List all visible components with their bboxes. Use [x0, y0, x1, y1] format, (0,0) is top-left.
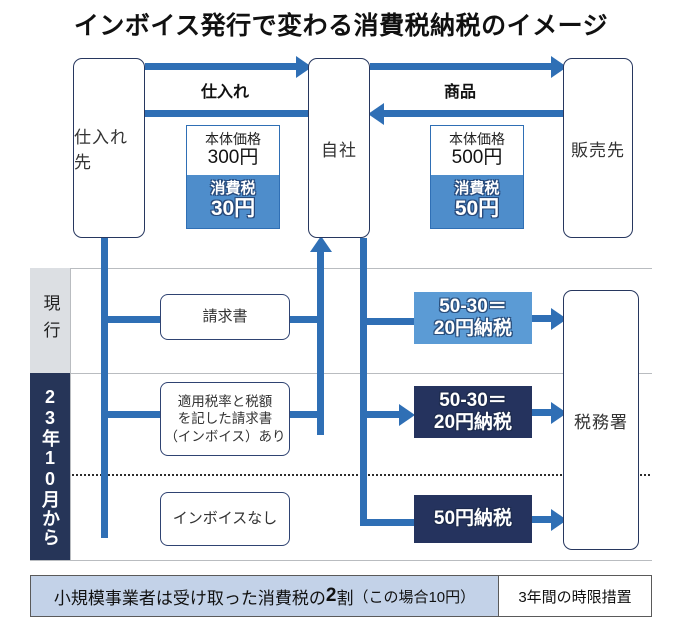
entity-tax-office-label: 税務署: [574, 412, 628, 432]
price-tax-amount-sales: 50円: [454, 197, 500, 221]
price-tax-amount-purchase: 30円: [210, 197, 256, 221]
price-net-label-purchase: 本体価格: [205, 131, 261, 147]
price-net-amount-purchase: 300円: [207, 147, 259, 169]
price-net-label-sales: 本体価格: [449, 131, 505, 147]
era-future-text: 23年10月から: [40, 386, 60, 547]
footer-side-note-text: 3年間の時限措置: [518, 588, 632, 606]
entity-customer[interactable]: 販売先: [563, 58, 633, 238]
entity-supplier[interactable]: 仕入れ先: [73, 58, 145, 238]
price-tax-label-purchase: 消費税: [210, 179, 256, 197]
band-column-rule: [70, 268, 71, 561]
entity-customer-label: 販売先: [571, 140, 625, 160]
price-panel-purchase: 本体価格 300円 消費税 30円: [186, 125, 280, 230]
flow-label-purchase: 仕入れ: [200, 84, 249, 101]
tax-branch-current: [360, 318, 415, 325]
entity-own-company[interactable]: 自社: [308, 58, 370, 238]
tax-chip-current-line2: 20円納税: [433, 318, 513, 339]
price-net-sales: 本体価格 500円: [431, 126, 523, 175]
document-invoice-qualified-line3: （インボイス）あり: [164, 428, 286, 444]
tax-chip-with-invoice-line1: 50-30＝: [439, 390, 507, 412]
price-net-purchase: 本体価格 300円: [187, 126, 279, 175]
page-title: インボイス発行で変わる消費税納税のイメージ: [73, 12, 609, 40]
band-rule-mid: [30, 373, 652, 374]
invoice-qualified-to-trunk: [288, 411, 324, 418]
arrow-purchase-payment-shaft: [145, 110, 310, 117]
tax-chip-without-invoice[interactable]: 50円納税: [414, 495, 532, 543]
document-invoice-current[interactable]: 請求書: [160, 294, 290, 340]
tax-chip-without-invoice-line1: 50円納税: [433, 508, 513, 530]
document-invoice-qualified-line2: を記した請求書: [177, 411, 273, 427]
document-return-arrow-head: [309, 236, 332, 252]
footer-emphasis: 2: [325, 585, 337, 606]
supplier-branch-to-invoice-qualified: [101, 411, 161, 418]
band-rule-bottom: [30, 560, 652, 561]
tax-chip-current[interactable]: 50-30＝ 20円納税: [414, 292, 532, 344]
tax-branch-with-invoice-arrow: [399, 403, 415, 426]
footer-text-before: 小規模事業者は受け取った消費税の: [53, 588, 326, 608]
chip-with-invoice-to-tax-office-shaft: [532, 409, 554, 416]
arrow-product-shaft: [370, 63, 554, 70]
price-tax-purchase: 消費税 30円: [187, 174, 279, 229]
document-invoice-qualified[interactable]: 適用税率と税額 を記した請求書 （インボイス）あり: [160, 382, 290, 456]
tax-chip-current-line1: 50-30＝: [439, 296, 507, 318]
arrow-purchase-shaft: [145, 63, 299, 70]
era-current-text: 現行: [40, 293, 60, 348]
document-invoice-qualified-line1: 適用税率と税額: [177, 393, 273, 409]
arrow-sales-payment-head: [368, 102, 384, 125]
arrow-sales-payment-shaft: [384, 110, 564, 117]
own-company-tax-trunk-line: [360, 238, 367, 526]
entity-supplier-label: 仕入れ先: [74, 128, 128, 172]
flow-label-product: 商品: [443, 84, 476, 101]
chip-without-invoice-to-tax-office-shaft: [532, 516, 554, 523]
document-return-trunk-line: [317, 250, 324, 435]
price-tax-sales: 消費税 50円: [431, 174, 523, 229]
tax-chip-with-invoice[interactable]: 50-30＝ 20円納税: [414, 386, 532, 438]
entity-own-company-label: 自社: [321, 140, 357, 160]
document-invoice-none-label: インボイスなし: [172, 509, 278, 527]
chip-current-to-tax-office-shaft: [532, 315, 554, 322]
band-rule-top: [30, 268, 652, 269]
tax-branch-with-invoice: [360, 411, 402, 418]
price-panel-sales: 本体価格 500円 消費税 50円: [430, 125, 524, 230]
supplier-trunk-line: [101, 238, 108, 538]
footer-paren: （この場合10円）: [353, 588, 476, 606]
tax-branch-without-invoice: [360, 519, 415, 526]
entity-tax-office[interactable]: 税務署: [563, 290, 639, 550]
price-tax-label-sales: 消費税: [454, 179, 500, 197]
footer-side-note: 3年間の時限措置: [499, 576, 651, 616]
invoice-current-to-trunk: [288, 316, 324, 323]
document-invoice-none[interactable]: インボイスなし: [160, 492, 290, 546]
era-label-future: 23年10月から: [30, 373, 70, 560]
tax-chip-with-invoice-line2: 20円納税: [433, 412, 513, 433]
era-label-current: 現行: [30, 268, 70, 373]
price-net-amount-sales: 500円: [451, 147, 503, 169]
document-invoice-current-label: 請求書: [202, 307, 248, 325]
footer-text-after: 割: [336, 588, 354, 608]
supplier-branch-to-invoice-current: [101, 316, 161, 323]
